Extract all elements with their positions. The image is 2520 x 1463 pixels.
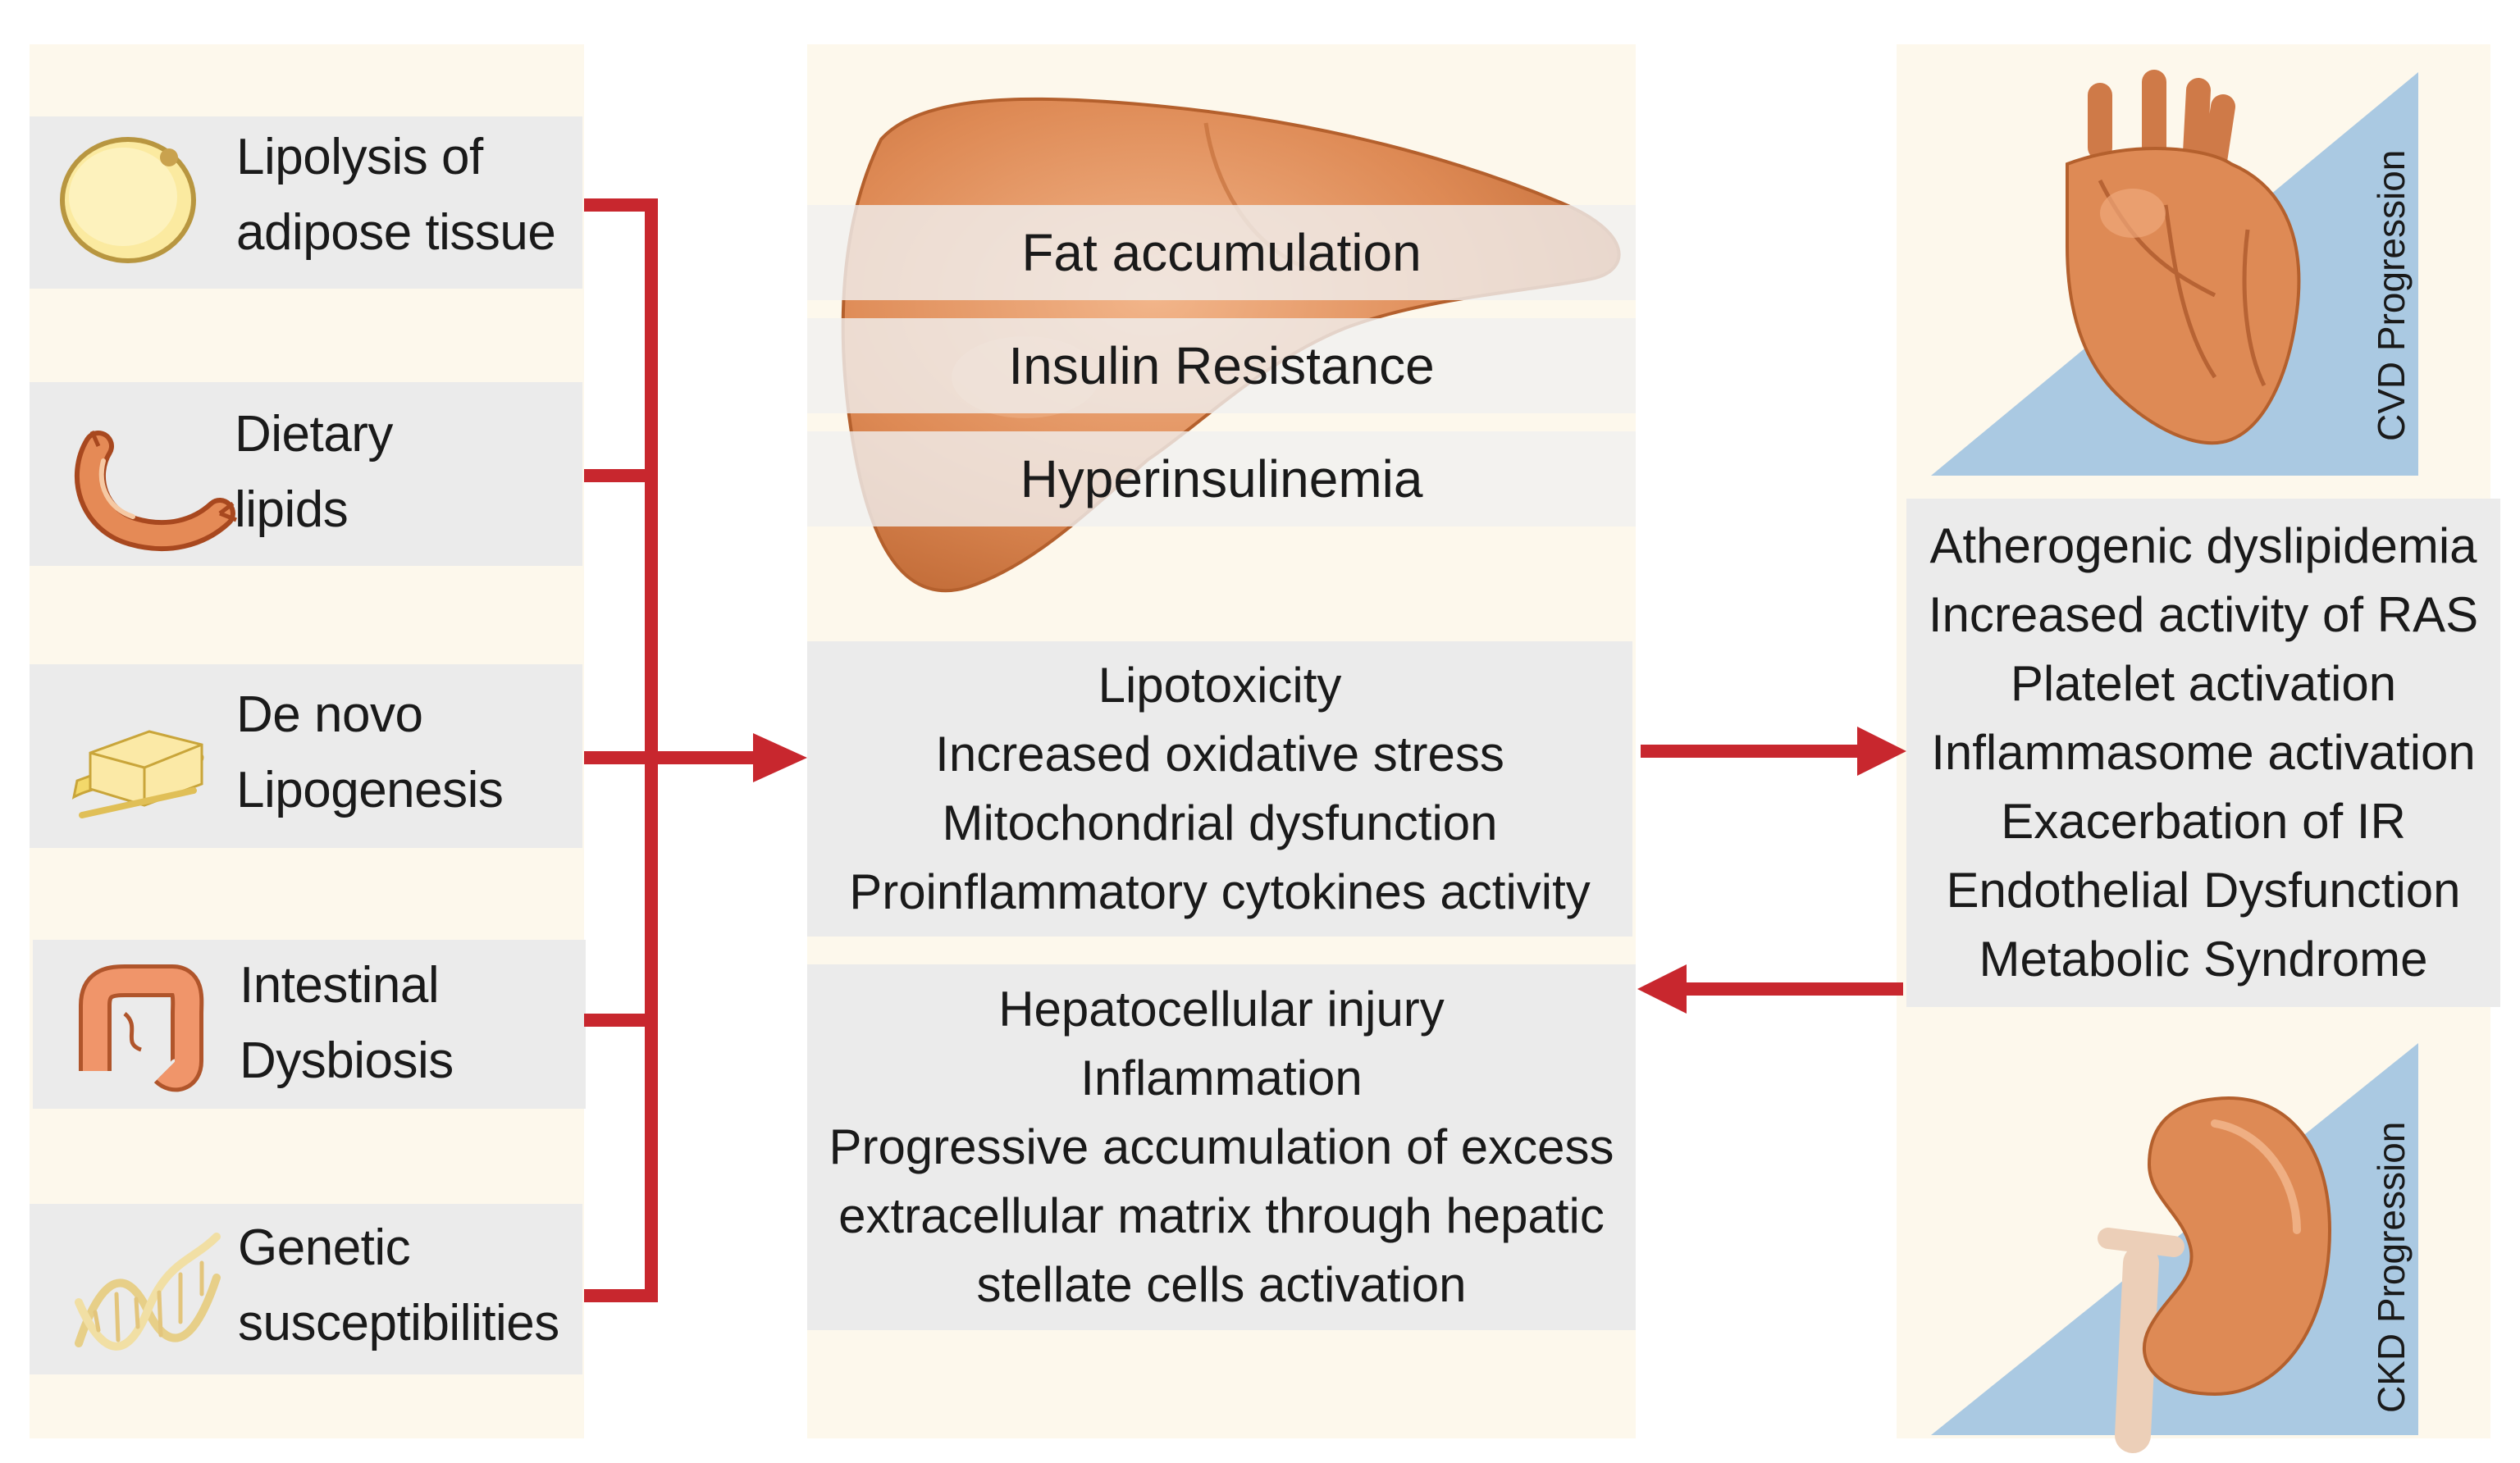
source-line2: Lipogenesis bbox=[236, 761, 504, 818]
factor-line: Atherogenic dyslipidemia bbox=[1929, 518, 2477, 573]
band-text: Fat accumulation bbox=[1021, 223, 1422, 282]
source-line1: Dietary bbox=[235, 406, 393, 463]
arrow-to-cardiorenal bbox=[1641, 727, 1906, 776]
injury-text: Hepatocellular injury Inflammation Progr… bbox=[807, 964, 1636, 1330]
sausage-icon bbox=[74, 430, 237, 552]
source-label-genetic: Genetic susceptibilities bbox=[238, 1210, 559, 1361]
mechanism-text: Lipotoxicity Increased oxidative stress … bbox=[807, 641, 1632, 937]
mechanism-line: Proinflammatory cytokines activity bbox=[849, 864, 1591, 919]
butter-icon bbox=[71, 730, 204, 818]
source-label-dietary: Dietary lipids bbox=[235, 397, 393, 548]
liver-band-insulin-resistance: Insulin Resistance bbox=[807, 318, 1636, 413]
dna-icon bbox=[75, 1233, 221, 1351]
source-label-lipogenesis: De novo Lipogenesis bbox=[236, 677, 504, 828]
mechanism-line: Increased oxidative stress bbox=[935, 727, 1504, 782]
injury-line: Progressive accumulation of excess bbox=[829, 1119, 1614, 1174]
source-line2: adipose tissue bbox=[236, 203, 556, 261]
mechanism-line: Mitochondrial dysfunction bbox=[942, 795, 1498, 850]
band-text: Hyperinsulinemia bbox=[1020, 449, 1423, 508]
kidney-icon bbox=[2098, 1096, 2332, 1453]
source-label-dysbiosis: Intestinal Dysbiosis bbox=[240, 948, 454, 1099]
arrow-back-to-liver bbox=[1637, 964, 1903, 1014]
arrow-into-liver bbox=[753, 733, 807, 782]
source-line2: susceptibilities bbox=[238, 1294, 559, 1351]
source-line1: De novo bbox=[236, 686, 423, 743]
fat-cell-icon bbox=[60, 137, 196, 263]
band-text: Insulin Resistance bbox=[1008, 336, 1435, 395]
source-line2: Dysbiosis bbox=[240, 1032, 454, 1089]
intestine-icon bbox=[79, 964, 204, 1092]
source-line1: Lipolysis of bbox=[236, 129, 483, 185]
heart-icon bbox=[2066, 70, 2301, 445]
liver-band-hyperinsulinemia: Hyperinsulinemia bbox=[807, 431, 1636, 526]
cardiorenal-factors-box bbox=[1906, 499, 2500, 1007]
injury-line: extracellular matrix through hepatic bbox=[838, 1188, 1605, 1243]
factor-line: Inflammasome activation bbox=[1931, 725, 2476, 780]
factor-line: Exacerbation of IR bbox=[2001, 794, 2406, 849]
source-line2: lipids bbox=[235, 481, 349, 538]
source-line1: Intestinal bbox=[240, 957, 440, 1014]
injury-line: stellate cells activation bbox=[976, 1257, 1467, 1312]
injury-box bbox=[807, 964, 1636, 1330]
bracket-connector bbox=[584, 198, 758, 1302]
source-line1: Genetic bbox=[238, 1219, 411, 1276]
source-label-lipolysis: Lipolysis of adipose tissue bbox=[236, 120, 556, 271]
factor-line: Metabolic Syndrome bbox=[1979, 932, 2428, 987]
factor-line: Increased activity of RAS bbox=[1928, 587, 2479, 642]
injury-line: Hepatocellular injury bbox=[998, 982, 1445, 1037]
factor-line: Endothelial Dysfunction bbox=[1946, 863, 2461, 918]
mechanism-line: Lipotoxicity bbox=[1098, 658, 1342, 713]
mechanism-box bbox=[807, 641, 1632, 937]
factor-line: Platelet activation bbox=[2010, 656, 2397, 711]
liver-band-fat-accumulation: Fat accumulation bbox=[807, 205, 1636, 300]
cardiorenal-factors-text: Atherogenic dyslipidemia Increased activ… bbox=[1906, 499, 2500, 1007]
injury-line: Inflammation bbox=[1080, 1051, 1363, 1105]
